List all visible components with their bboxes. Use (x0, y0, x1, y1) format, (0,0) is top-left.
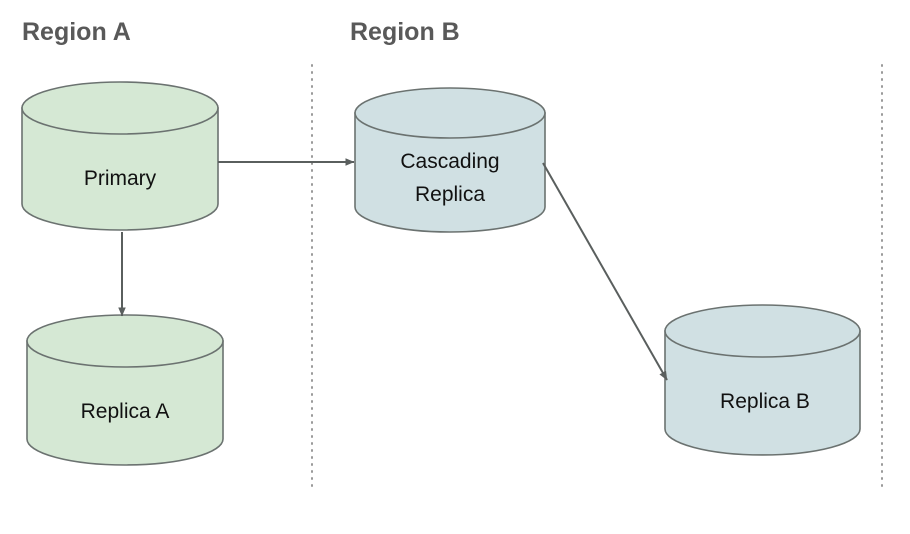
replica-a-cylinder-body (26, 340, 224, 466)
primary-label: Primary (84, 167, 157, 190)
replica-b-cylinder-body (664, 330, 861, 456)
primary-cylinder-body (21, 107, 219, 231)
replica-a-cylinder-top (26, 314, 224, 368)
cascading-replica-label-line2: Replica (415, 183, 485, 206)
replica-a-label: Replica A (81, 400, 170, 423)
replica-b-label: Replica B (720, 390, 810, 413)
node-replica-a[interactable]: Replica A (26, 314, 224, 466)
region-b-label: Region B (350, 18, 460, 46)
node-cascading-replica[interactable]: Cascading Replica (354, 87, 546, 233)
node-primary[interactable]: Primary (21, 81, 219, 231)
replica-b-cylinder-top (664, 304, 861, 358)
cascading-replica-cylinder-top (354, 87, 546, 139)
cascading-replica-cylinder-body (354, 112, 546, 233)
node-replica-b[interactable]: Replica B (664, 304, 861, 456)
region-a-label: Region A (22, 18, 131, 46)
primary-cylinder-top (21, 81, 219, 135)
cascading-replica-label-line1: Cascading (400, 150, 499, 173)
edge-cascading-replica-to-replica-b (542, 162, 668, 381)
